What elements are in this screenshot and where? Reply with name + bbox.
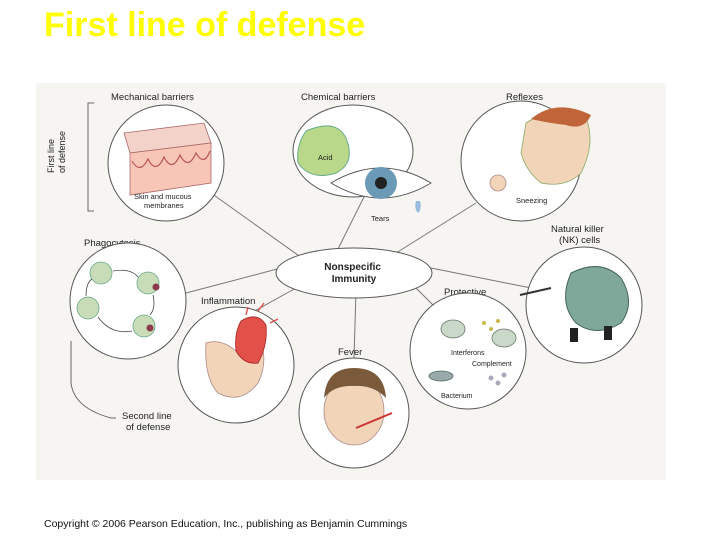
bracket-lines <box>70 102 116 419</box>
phagocytosis-node: Phagocytosis <box>69 238 187 360</box>
reflexes-title: Reflexes <box>506 92 543 103</box>
mechanical-title: Mechanical barriers <box>111 92 194 103</box>
fever-title: Fever <box>338 347 362 358</box>
copyright-notice: Copyright © 2006 Pearson Education, Inc.… <box>44 518 408 530</box>
connector-lines <box>185 192 532 359</box>
reflexes-caption: Sneezing <box>516 196 547 205</box>
phagocytosis-title: Phagocytosis <box>84 238 141 249</box>
bacterium-label: Bacterium <box>441 393 473 400</box>
nk-cells-node: Natural killer (NK) cells <box>519 224 643 364</box>
fever-node: Fever <box>298 347 410 469</box>
first-line-label: First line of defense <box>46 131 67 173</box>
mechanical-barriers-node: Mechanical barriers Skin and mucous memb… <box>107 92 225 222</box>
mechanical-caption: Skin and mucous membranes <box>134 192 194 210</box>
tears-label: Tears <box>371 214 390 223</box>
center-label: Nonspecific Immunity <box>324 262 383 285</box>
complement-label: Complement <box>472 361 512 368</box>
inflammation-title: Inflammation <box>201 296 255 307</box>
acid-label: Acid <box>318 153 333 162</box>
center-node: Nonspecific Immunity <box>275 247 433 299</box>
reflexes-node: Reflexes Sneezing <box>460 92 591 222</box>
immunity-diagram: First line of defense Second line of def… <box>36 83 666 480</box>
nk-cells-title: Natural killer (NK) cells <box>551 224 606 246</box>
interferons-label: Interferons <box>451 350 485 357</box>
chemical-barriers-node: Chemical barriers Acid Tears <box>292 92 432 223</box>
slide-title: First line of defense <box>44 6 366 44</box>
inflammation-node: Inflammation <box>177 296 295 424</box>
second-line-label: Second line of defense <box>122 411 174 433</box>
protective-proteins-node: Protective proteins Interferons Compleme… <box>409 287 527 410</box>
chemical-title: Chemical barriers <box>301 92 376 103</box>
